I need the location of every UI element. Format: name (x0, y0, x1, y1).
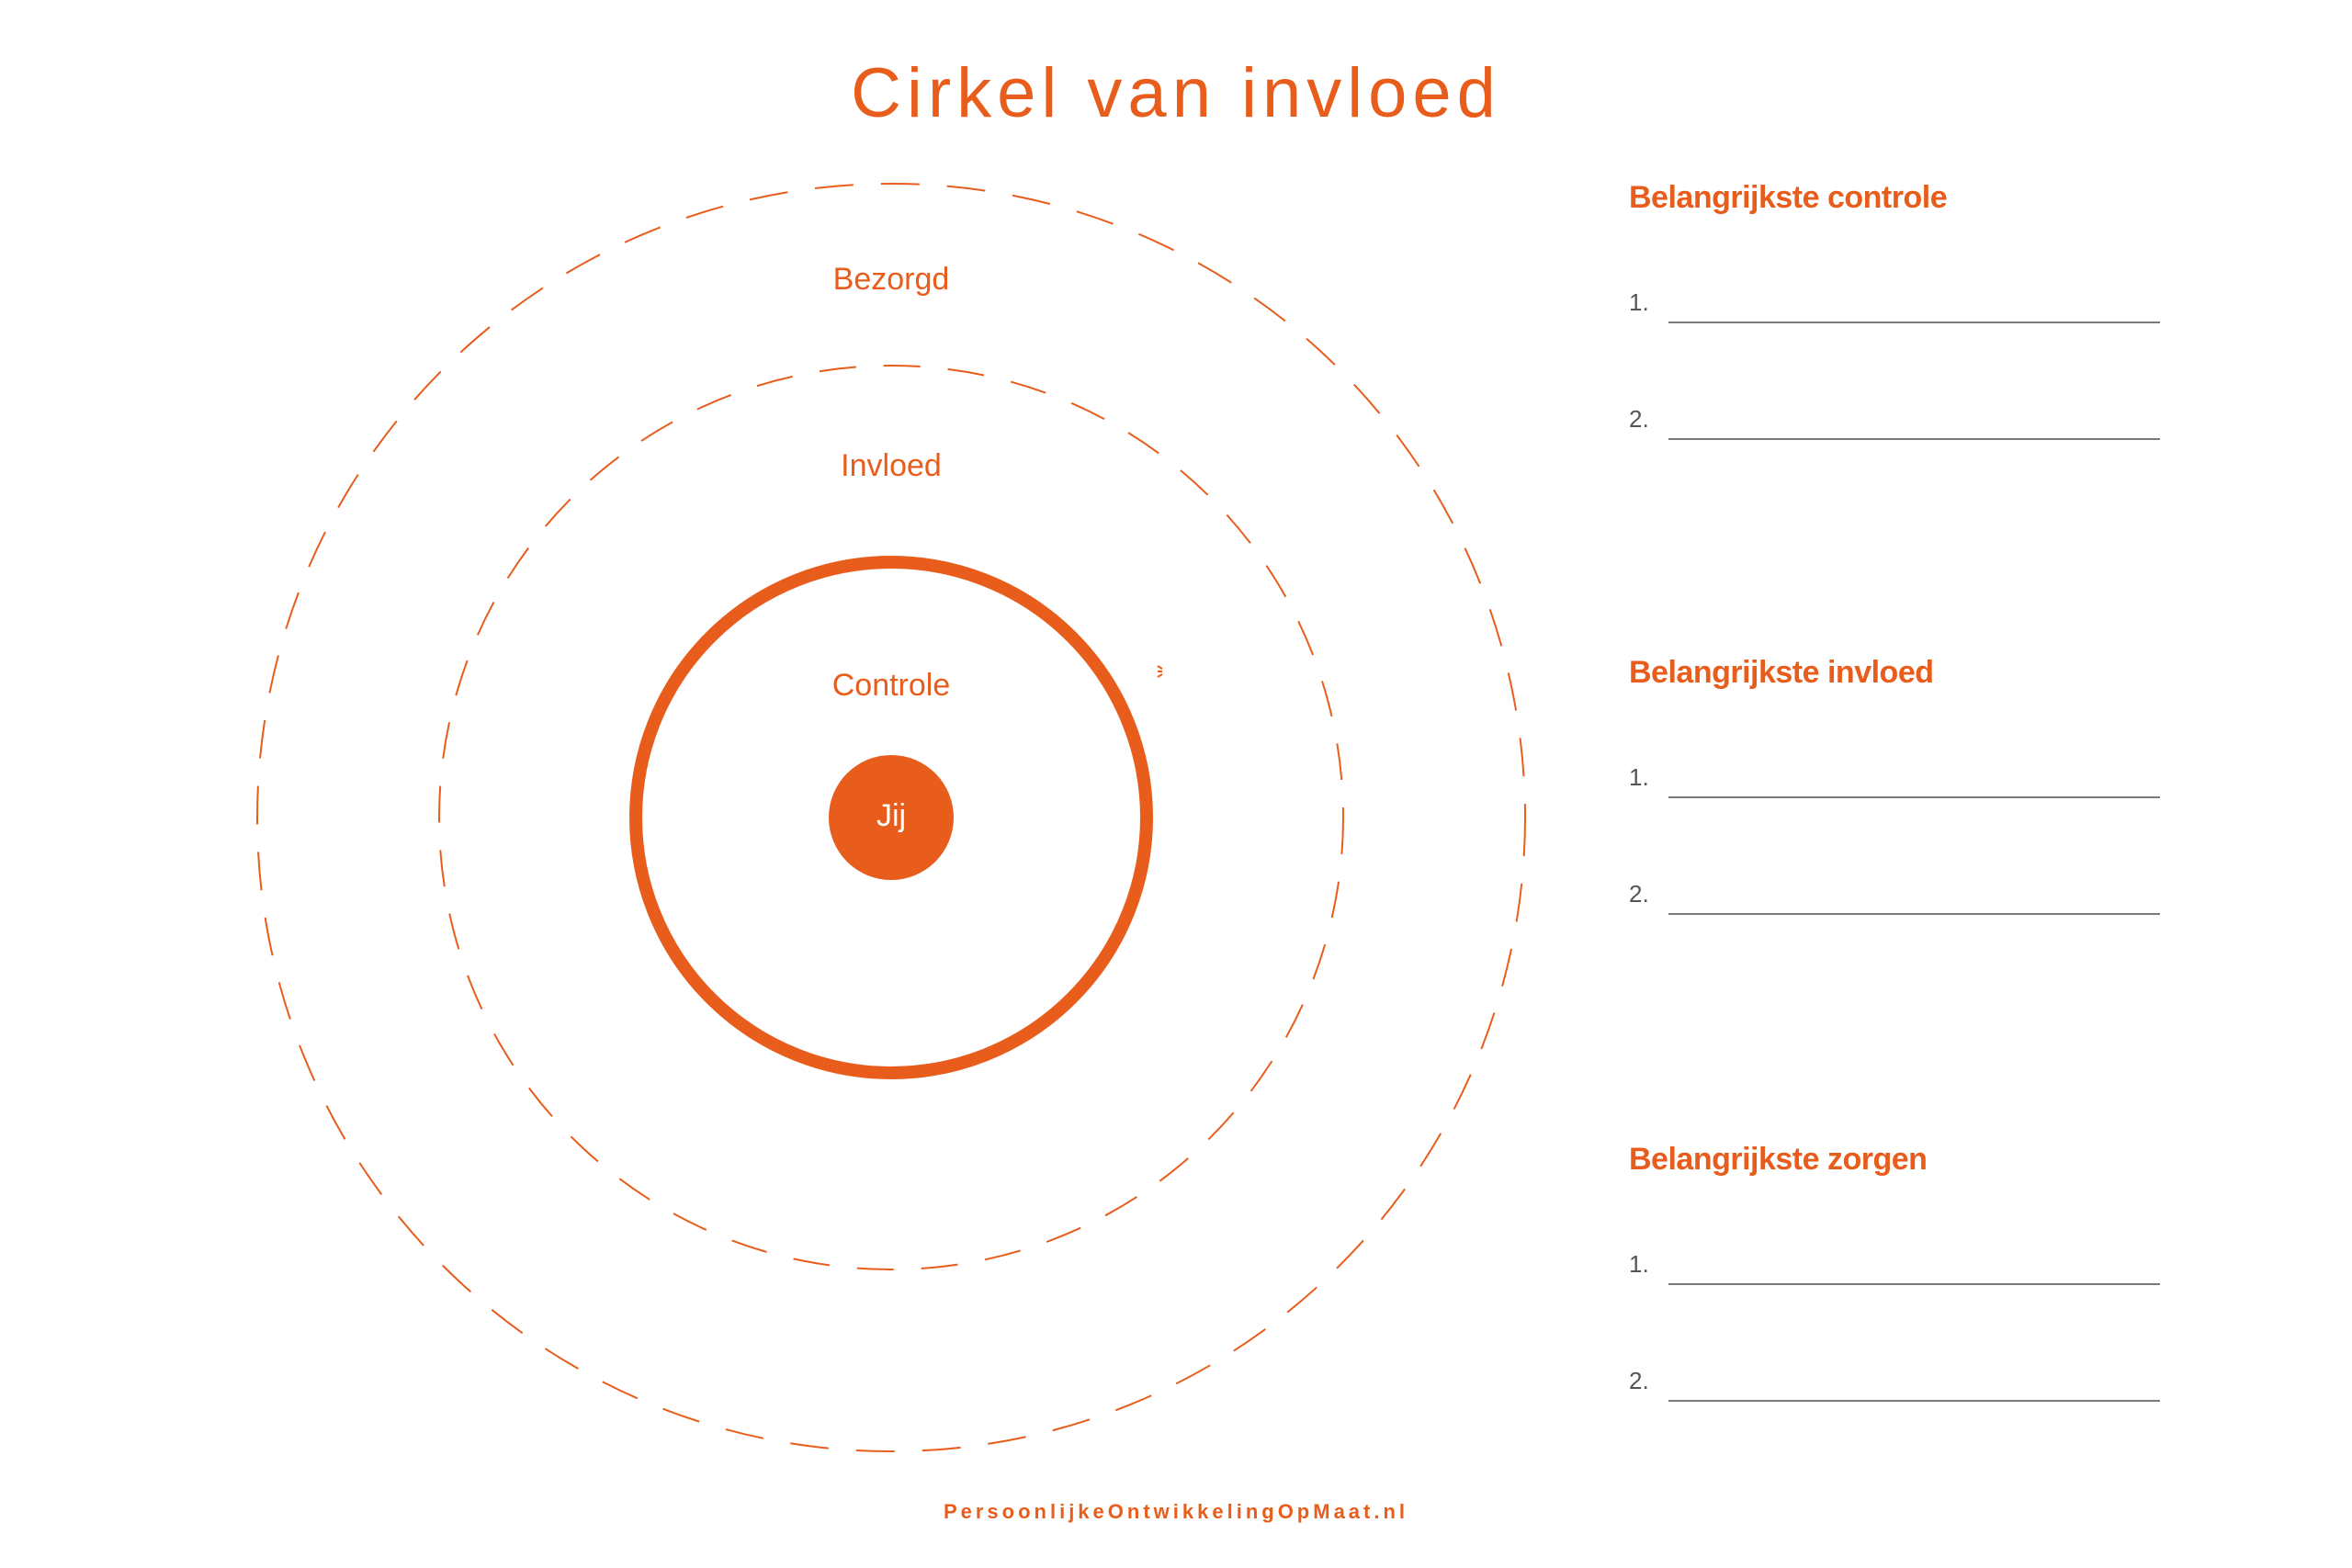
write-line-2[interactable]: 2. (1629, 1367, 2162, 1404)
concentric-circles (256, 183, 1526, 1452)
line-number: 1. (1629, 763, 1649, 791)
ring-label-control: Controle (831, 668, 951, 703)
panel-heading: Belangrijkste invloed (1629, 655, 1934, 690)
line-number: 2. (1629, 1367, 1649, 1394)
ring-concern (256, 183, 1526, 1452)
panel-heading: Belangrijkste controle (1629, 180, 1948, 215)
line-number: 1. (1629, 1250, 1649, 1278)
panel-heading: Belangrijkste zorgen (1629, 1142, 1928, 1177)
write-line (1668, 438, 2160, 440)
write-line-2[interactable]: 2. (1629, 880, 2162, 917)
write-line (1668, 1283, 2160, 1285)
panel-zorgen: Belangrijkste zorgen 1. 2. (1629, 1142, 2162, 1436)
ring-label-concern: Bezorgd (832, 262, 950, 297)
write-line-2[interactable]: 2. (1629, 405, 2162, 442)
write-line-1[interactable]: 1. (1629, 288, 2162, 325)
line-number: 2. (1629, 880, 1649, 908)
stray-mark-icon (1157, 665, 1163, 678)
ring-influence (438, 365, 1344, 1270)
center-dot (829, 755, 954, 880)
circle-of-influence-diagram: Bezorgd Invloed Controle Jij (239, 165, 1544, 1488)
write-line (1668, 1400, 2160, 1402)
panel-controle: Belangrijkste controle 1. 2. (1629, 180, 2162, 474)
center-label: Jij (876, 798, 907, 833)
page-title: Cirkel van invloed (851, 54, 1501, 132)
line-number: 1. (1629, 288, 1649, 316)
write-line (1668, 796, 2160, 798)
footer-url: PersoonlijkeOntwikkelingOpMaat.nl (943, 1500, 1409, 1523)
panel-invloed: Belangrijkste invloed 1. 2. (1629, 655, 2162, 949)
line-number: 2. (1629, 405, 1649, 433)
write-line (1668, 321, 2160, 323)
ring-control (629, 556, 1153, 1079)
write-line-1[interactable]: 1. (1629, 763, 2162, 800)
ring-label-influence: Invloed (841, 448, 942, 483)
write-line-1[interactable]: 1. (1629, 1250, 2162, 1287)
write-line (1668, 913, 2160, 915)
